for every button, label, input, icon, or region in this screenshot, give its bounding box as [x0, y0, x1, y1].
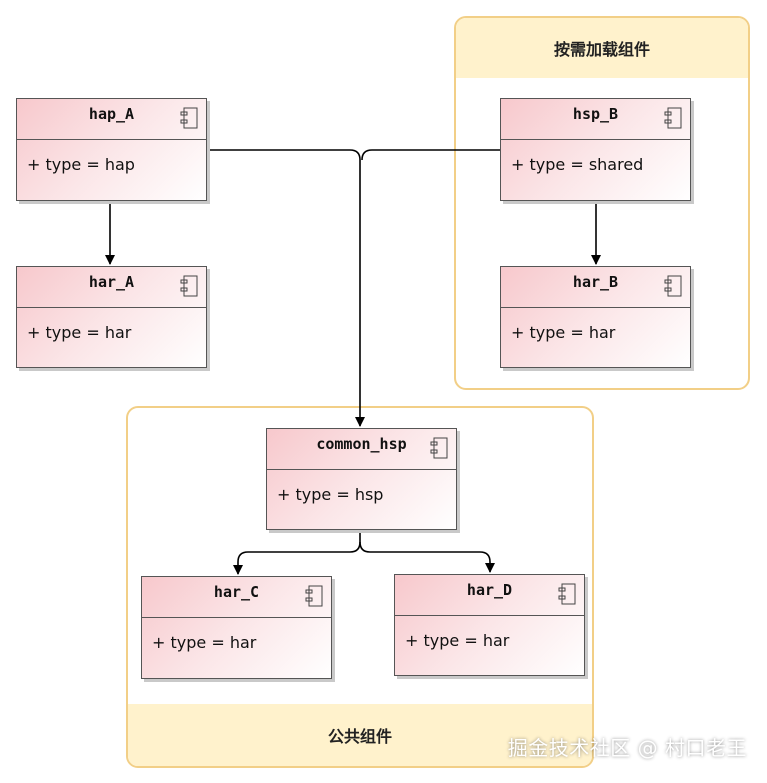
component-icon — [664, 107, 682, 129]
component-header: hsp_B — [501, 99, 690, 140]
component-header: har_A — [17, 267, 206, 308]
component-attribute: + type = har — [405, 631, 510, 650]
watermark: 掘金技术社区 @ 村口老王 — [507, 736, 747, 760]
component-name: har_D — [466, 581, 513, 599]
component-attribute: + type = hap — [27, 155, 135, 174]
component-common-hsp: common_hsp + type = hsp — [266, 428, 457, 530]
component-hsp-b: hsp_B + type = shared — [500, 98, 691, 201]
component-har-c: har_C + type = har — [141, 576, 332, 679]
component-har-a: har_A + type = har — [16, 266, 207, 368]
component-name: har_C — [213, 583, 260, 601]
component-name: har_A — [88, 273, 135, 291]
component-name: har_B — [572, 273, 619, 291]
component-har-d: har_D + type = har — [394, 574, 585, 676]
on-demand-group-label: 按需加载组件 — [553, 40, 650, 59]
component-icon — [558, 583, 576, 605]
component-attribute: + type = hsp — [277, 485, 384, 504]
edge-common-hsp-to-har-c — [233, 530, 361, 575]
component-icon — [180, 275, 198, 297]
common-group-footer: 公共组件 — [128, 704, 592, 766]
common-group-label: 公共组件 — [327, 727, 392, 746]
component-name: common_hsp — [316, 435, 407, 453]
component-har-b: har_B + type = har — [500, 266, 691, 368]
component-header: hap_A — [17, 99, 206, 140]
component-attribute: + type = har — [27, 323, 132, 342]
component-header: har_C — [142, 577, 331, 618]
component-name: hsp_B — [572, 105, 619, 123]
component-attribute: + type = shared — [511, 155, 644, 174]
component-header: har_B — [501, 267, 690, 308]
on-demand-group-header: 按需加载组件 — [456, 18, 748, 78]
component-attribute: + type = har — [511, 323, 616, 342]
component-icon — [180, 107, 198, 129]
component-icon — [664, 275, 682, 297]
component-name: hap_A — [88, 105, 135, 123]
edge-hsp-b-to-common-hsp — [361, 149, 500, 161]
component-icon — [305, 585, 323, 607]
component-icon — [430, 437, 448, 459]
edge-hap-a-to-common-hsp — [208, 149, 365, 427]
component-header: har_D — [395, 575, 584, 616]
component-header: common_hsp — [267, 429, 456, 470]
edge-common-hsp-to-har-d — [359, 541, 495, 573]
component-hap-a: hap_A + type = hap — [16, 98, 207, 201]
component-attribute: + type = har — [152, 633, 257, 652]
